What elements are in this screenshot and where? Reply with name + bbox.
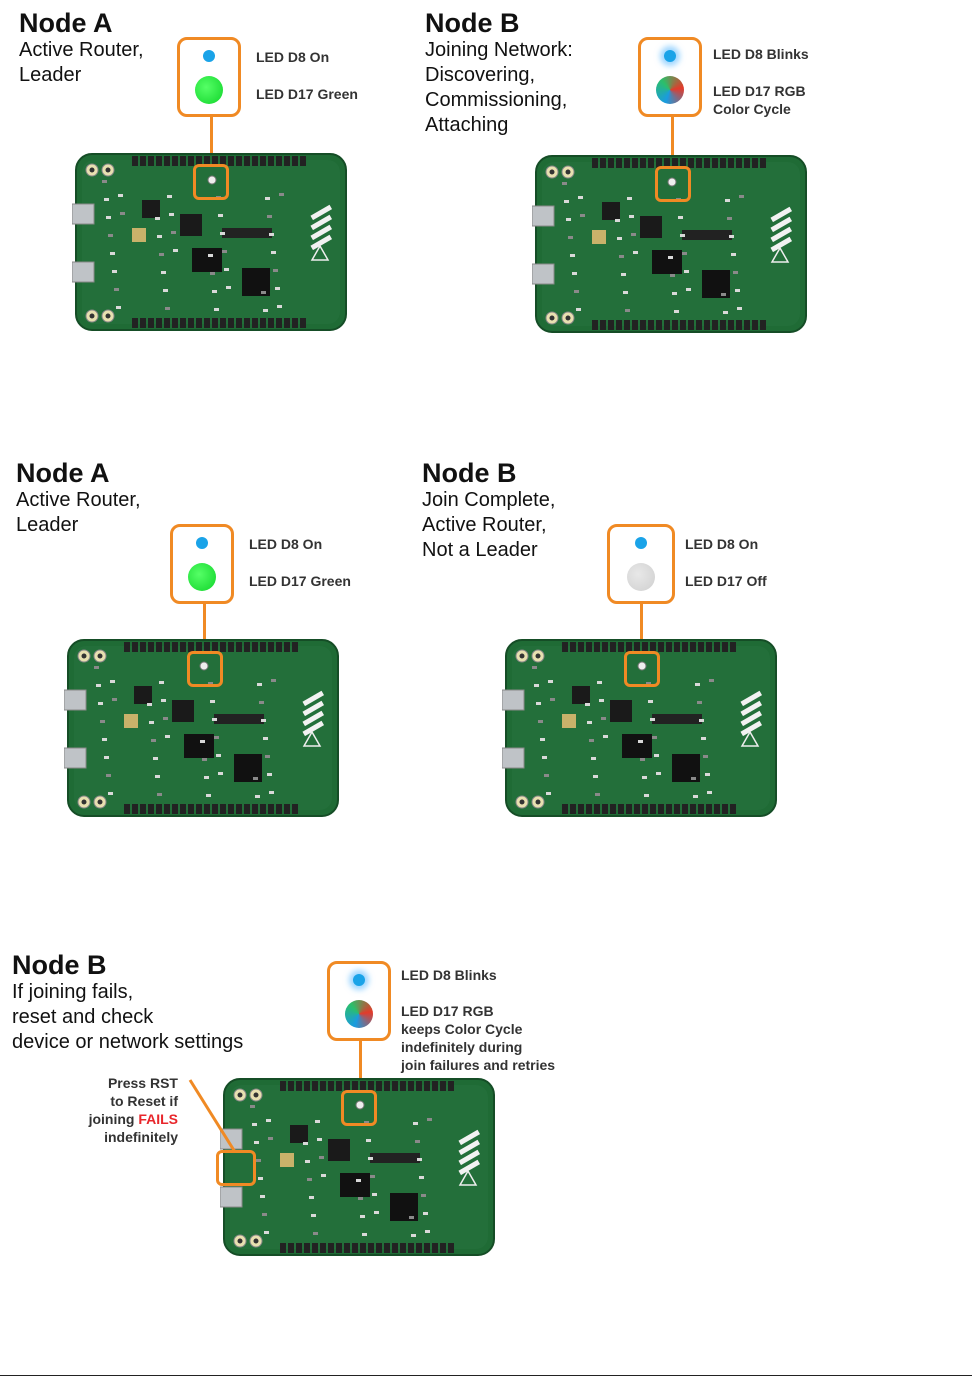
led-d8-label: LED D8 On — [685, 536, 759, 552]
desc-line: If joining fails, — [12, 981, 134, 1003]
panel-title: Node B — [12, 950, 107, 980]
dev-board-image — [532, 155, 807, 333]
reset-button-highlight — [216, 1150, 256, 1186]
desc-line: Joining Network: — [425, 39, 573, 61]
panel-description: Active Router, Leader — [19, 38, 144, 88]
led-d17-icon — [188, 563, 216, 591]
led-highlight-box — [624, 651, 660, 687]
callout-line: indefinitely — [104, 1129, 178, 1145]
panel-title: Node B — [425, 8, 520, 38]
dev-board-image — [64, 639, 339, 817]
desc-line: Commissioning, — [425, 89, 568, 111]
dev-board-image — [502, 639, 777, 817]
led-d17-icon — [627, 563, 655, 591]
panel-description: Active Router, Leader — [16, 488, 141, 538]
fails-emphasis: FAILS — [138, 1111, 178, 1127]
led-d17-label: LED D17 RGB keeps Color Cycle indefinite… — [401, 1002, 555, 1074]
led-d17-label-line: keeps Color Cycle — [401, 1021, 523, 1037]
bottom-rule — [0, 1375, 972, 1376]
led-d17-label: LED D17 Off — [685, 573, 767, 589]
connector-line — [640, 604, 643, 652]
led-d8-icon — [196, 537, 208, 549]
connector-line — [359, 1041, 362, 1093]
callout-text: joining — [88, 1111, 139, 1127]
connector-line — [203, 604, 206, 652]
callout-line: joining FAILS — [80, 1110, 178, 1128]
led-d17-label-line: Color Cycle — [713, 101, 791, 117]
led-d8-label: LED D8 On — [249, 536, 323, 552]
panel-description: If joining fails, reset and check device… — [12, 980, 243, 1055]
desc-line: Attaching — [425, 114, 509, 136]
led-indicator-box — [170, 524, 234, 604]
desc-line: device or network settings — [12, 1031, 244, 1053]
led-d17-label: LED D17 Green — [249, 573, 351, 589]
panel-title: Node B — [422, 458, 517, 488]
led-d17-label: LED D17 RGB Color Cycle — [713, 82, 806, 118]
led-highlight-box — [341, 1090, 377, 1126]
dev-board-image — [220, 1078, 495, 1256]
led-d8-icon — [353, 974, 365, 986]
led-d17-label: LED D17 Green — [256, 86, 358, 102]
led-d17-label-line: indefinitely during — [401, 1039, 523, 1055]
dev-board-image — [72, 153, 347, 331]
desc-line: Discovering, — [425, 64, 536, 86]
led-d8-icon — [664, 50, 676, 62]
led-d17-label-line: join failures and retries — [401, 1057, 556, 1073]
desc-line: Not a Leader — [422, 539, 538, 561]
led-d8-label: LED D8 On — [256, 49, 330, 65]
connector-line — [210, 117, 213, 165]
led-d17-label-line: LED D17 RGB — [401, 1003, 494, 1019]
led-d17-icon — [195, 76, 223, 104]
connector-line — [671, 117, 674, 167]
callout-line: Press RST — [107, 1075, 178, 1091]
led-d17-label-line: LED D17 RGB — [713, 83, 806, 99]
led-d8-label: LED D8 Blinks — [401, 967, 497, 983]
reset-callout: Press RST to Reset if joining FAILS inde… — [80, 1074, 178, 1146]
led-indicator-box — [327, 961, 391, 1041]
desc-line: Join Complete, — [422, 489, 556, 511]
desc-line: Leader — [19, 64, 82, 86]
led-d17-icon — [656, 76, 684, 104]
desc-line: Active Router, — [16, 489, 141, 511]
desc-line: Active Router, — [422, 514, 547, 536]
led-indicator-box — [638, 37, 702, 117]
desc-line: Leader — [16, 514, 79, 536]
led-d8-icon — [203, 50, 215, 62]
reset-pointer-line — [188, 1079, 237, 1153]
desc-line: reset and check — [12, 1006, 154, 1028]
callout-line: to Reset if — [110, 1093, 178, 1109]
led-d8-icon — [635, 537, 647, 549]
led-indicator-box — [177, 37, 241, 117]
led-highlight-box — [193, 164, 229, 200]
desc-line: Active Router, — [19, 39, 144, 61]
panel-title: Node A — [16, 458, 110, 488]
led-indicator-box — [607, 524, 675, 604]
led-d8-label: LED D8 Blinks — [713, 46, 809, 62]
panel-description: Join Complete, Active Router, Not a Lead… — [422, 488, 555, 563]
panel-title: Node A — [19, 8, 113, 38]
led-d17-icon — [345, 1000, 373, 1028]
panel-description: Joining Network: Discovering, Commission… — [425, 38, 573, 138]
led-highlight-box — [655, 166, 691, 202]
led-highlight-box — [187, 651, 223, 687]
